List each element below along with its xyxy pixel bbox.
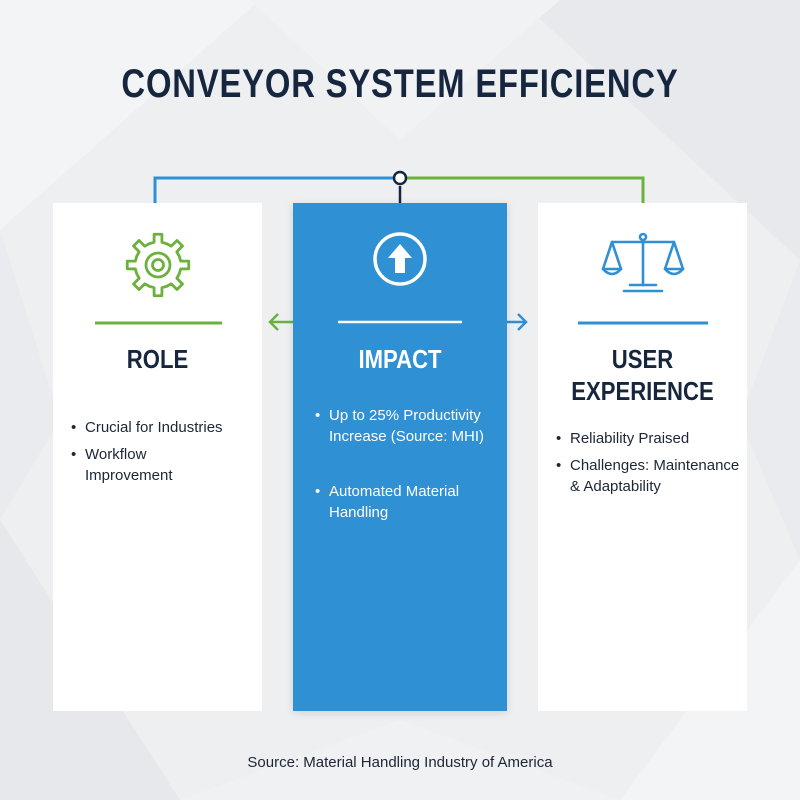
role-panel: ROLE Crucial for Industries Workflow Imp… (53, 203, 262, 711)
user-experience-panel: USER EXPERIENCE Reliability Praised Chal… (538, 203, 747, 711)
user-experience-bullet-item: Reliability Praised (556, 428, 746, 449)
role-bullet-list: Crucial for Industries Workflow Improvem… (71, 417, 256, 486)
source-caption: Source: Material Handling Industry of Am… (247, 754, 553, 771)
role-heading: ROLE (126, 344, 189, 374)
role-divider (95, 321, 222, 325)
impact-bullet-item: Automated Material Handling (315, 481, 464, 523)
user-experience-divider (578, 321, 708, 325)
balance-scale-icon (601, 232, 685, 293)
impact-divider (338, 320, 462, 324)
user-experience-heading-line2: EXPERIENCE (571, 376, 714, 406)
user-experience-bullet-item: Challenges: Maintenance & Adaptability (556, 455, 746, 497)
page-title: CONVEYOR SYSTEM EFFICIENCY (121, 62, 679, 106)
impact-bullet-list: Up to 25% Productivity Increase (Source:… (315, 405, 500, 523)
gear-icon (125, 232, 191, 298)
impact-heading: IMPACT (358, 344, 442, 374)
impact-bullet-item: Up to 25% Productivity Increase (Source:… (315, 405, 500, 447)
arrow-up-circle-icon (373, 232, 427, 286)
role-bullet-item: Crucial for Industries (71, 417, 256, 438)
role-bullet-item: Workflow Improvement (71, 444, 205, 486)
user-experience-heading-line1: USER (611, 344, 674, 374)
user-experience-bullet-list: Reliability Praised Challenges: Maintena… (556, 428, 746, 497)
impact-panel: IMPACT Up to 25% Productivity Increase (… (293, 203, 507, 711)
